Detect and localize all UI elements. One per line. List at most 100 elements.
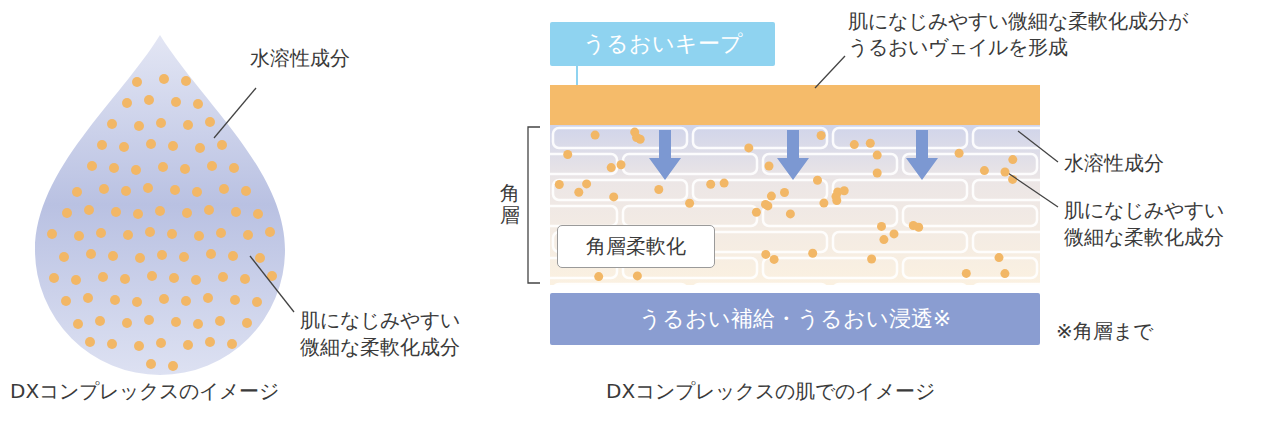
dot — [98, 272, 108, 282]
dot — [594, 272, 603, 281]
component-label: 水溶性成分 — [250, 45, 350, 72]
penetration-arrows — [649, 130, 938, 180]
dot — [107, 119, 117, 129]
dot — [194, 231, 204, 241]
dot — [109, 163, 119, 173]
dot — [146, 139, 156, 149]
dot — [120, 274, 130, 284]
dot — [819, 199, 828, 208]
stratum-corneum — [550, 125, 1040, 285]
box-text: うるおい補給・うるおい浸透※ — [639, 304, 951, 334]
dot — [706, 180, 715, 189]
dot — [132, 297, 142, 307]
dot — [744, 143, 753, 152]
softening-box: 角層柔軟化 — [557, 225, 715, 268]
dot — [813, 176, 822, 185]
dot — [133, 209, 143, 219]
moisture-veil — [550, 85, 1040, 125]
supply-band: うるおい補給・うるおい浸透※ — [550, 293, 1040, 345]
dot — [240, 274, 250, 284]
dot — [840, 186, 849, 195]
dot — [193, 99, 203, 109]
dot — [203, 293, 213, 303]
dot — [1001, 168, 1010, 177]
cell-bricks — [550, 125, 1040, 285]
leader-line — [1008, 173, 1058, 207]
dot — [49, 273, 59, 283]
dot — [171, 317, 181, 327]
dot — [252, 297, 262, 307]
dot — [144, 315, 154, 325]
dot — [866, 139, 875, 148]
dot — [170, 185, 180, 195]
dot — [654, 185, 663, 194]
dot — [765, 162, 774, 171]
dot — [168, 361, 178, 371]
dot — [181, 76, 191, 86]
leader-line — [214, 88, 256, 138]
dot — [253, 209, 263, 219]
dot — [73, 319, 83, 329]
dot — [181, 296, 191, 306]
dot — [761, 200, 770, 209]
dot — [134, 341, 144, 351]
dot — [156, 118, 166, 128]
dot — [242, 318, 252, 328]
dot — [219, 184, 229, 194]
dot — [71, 275, 81, 285]
dot — [873, 151, 882, 160]
dot — [86, 249, 96, 259]
dot — [143, 183, 153, 193]
dot — [123, 230, 133, 240]
dot — [980, 166, 989, 175]
dot — [122, 98, 132, 108]
dot — [607, 163, 616, 172]
dot — [229, 163, 239, 173]
dot — [169, 273, 179, 283]
dot — [135, 253, 145, 263]
dot — [218, 272, 228, 282]
dot — [780, 188, 789, 197]
dot — [255, 253, 265, 263]
dot — [157, 250, 167, 260]
footnote: ※角層まで — [1056, 318, 1153, 345]
dot — [227, 339, 237, 349]
caption: DXコンプレックスのイメージ — [10, 378, 279, 405]
dot — [767, 192, 776, 201]
dot — [132, 77, 142, 87]
component-label: 肌になじみやすい微細な柔軟化成分が うるおいヴェイルを形成 — [848, 8, 1188, 60]
dot — [107, 339, 117, 349]
dot — [110, 295, 120, 305]
dot — [83, 293, 93, 303]
dot — [87, 161, 97, 171]
dot — [909, 221, 918, 230]
dot — [761, 250, 770, 259]
dot — [95, 316, 105, 326]
dot — [145, 227, 155, 237]
dot — [995, 253, 1004, 262]
dot — [873, 169, 882, 178]
dot — [786, 209, 795, 218]
dot — [231, 207, 241, 217]
dot — [159, 74, 169, 84]
dot — [72, 187, 82, 197]
dot — [877, 222, 886, 231]
dot — [752, 208, 761, 217]
dot — [85, 337, 95, 347]
dot — [205, 337, 215, 347]
caption: DXコンプレックスの肌でのイメージ — [606, 378, 935, 405]
component-label: 肌になじみやすい 微細な柔軟化成分 — [300, 307, 460, 361]
dot — [685, 199, 694, 208]
bracket — [528, 127, 540, 283]
dot — [111, 207, 121, 217]
dot — [228, 251, 238, 261]
dot — [191, 275, 201, 285]
dot — [832, 196, 841, 205]
dot — [574, 188, 583, 197]
dot — [121, 186, 131, 196]
dot — [156, 338, 166, 348]
dot — [119, 142, 129, 152]
dot — [850, 140, 859, 149]
dot — [99, 184, 109, 194]
dot — [182, 208, 192, 218]
